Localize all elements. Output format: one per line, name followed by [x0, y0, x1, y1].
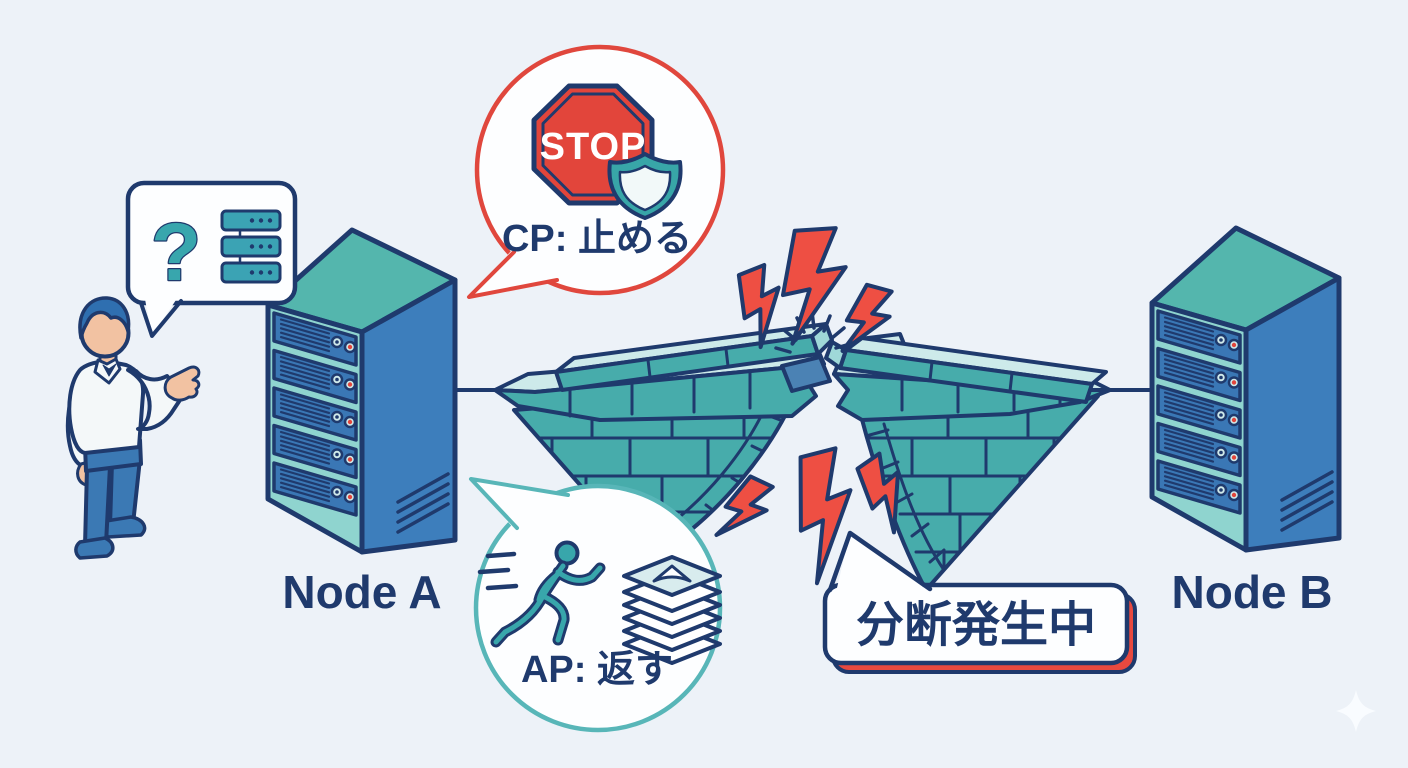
- question-speech-bubble: ?: [125, 180, 298, 338]
- server-stack-icon: [220, 209, 282, 284]
- partition-status-bubble: 分断発生中: [822, 530, 1137, 674]
- node-b-label: Node B: [1172, 566, 1333, 618]
- cp-label: CP: 止める: [502, 218, 692, 260]
- node-a-label: Node A: [282, 566, 441, 618]
- shield-icon: [607, 152, 683, 220]
- sparkle-icon: [1336, 690, 1376, 732]
- person-figure: [65, 296, 201, 560]
- cp-speech-bubble: STOP CP: 止める: [467, 44, 726, 299]
- paper-stack-icon: [622, 555, 722, 665]
- runner-icon: [477, 540, 606, 648]
- partition-status-label: 分断発生中: [856, 599, 1096, 652]
- server-tower-node-b: [1152, 228, 1339, 550]
- ap-speech-bubble: AP: 返す: [469, 477, 723, 733]
- question-mark: ?: [151, 207, 201, 298]
- ap-label: AP: 返す: [521, 649, 673, 691]
